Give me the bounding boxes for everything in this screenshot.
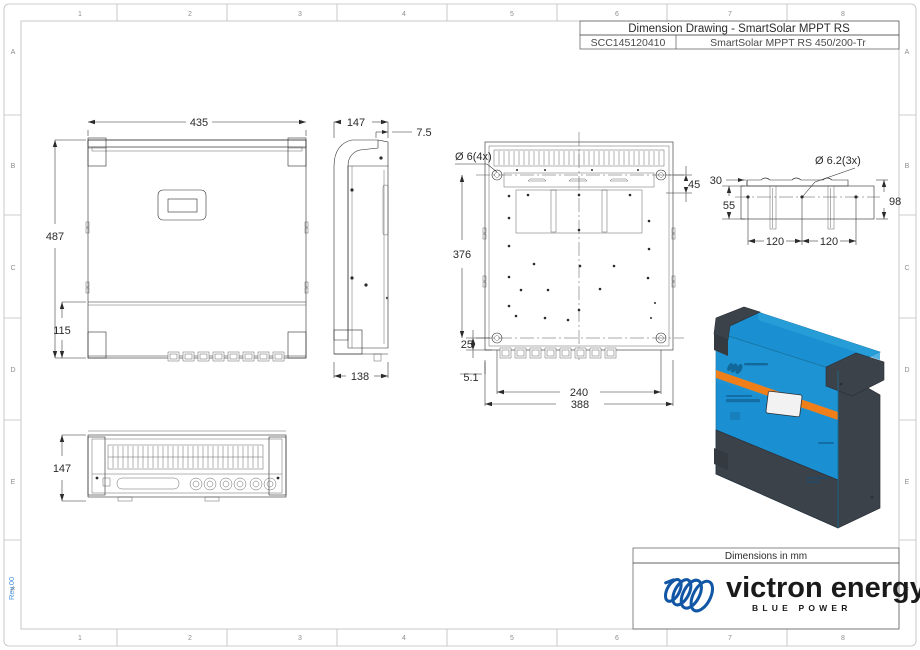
zone-labels-bottom: 1 2 3 4 5 6 7 8 — [78, 635, 845, 642]
zone-left-a: A — [11, 49, 16, 56]
rear-hole-span-dim: 240 — [570, 387, 588, 399]
connector-row-icon — [189, 477, 277, 491]
bracket-top-dim: 30 — [710, 175, 722, 187]
rear-edge-offset-dim: 5.1 — [463, 372, 478, 384]
side-body-depth-dim: 138 — [351, 371, 369, 383]
zone-grid-lines — [4, 4, 916, 646]
bottom-view — [87, 430, 287, 502]
brand-name: victron energy — [726, 572, 920, 604]
title-block-footer — [632, 547, 900, 630]
zone-bottom-4: 4 — [402, 635, 406, 642]
zone-left-c: C — [10, 265, 15, 272]
rear-view — [476, 132, 684, 360]
zone-bottom-6: 6 — [615, 635, 619, 642]
bracket-height-dim: 98 — [889, 196, 901, 208]
zone-labels-right: A B C D E F — [904, 49, 909, 594]
drawing-title: Dimension Drawing - SmartSolar MPPT RS — [628, 23, 850, 35]
zone-bottom-3: 3 — [298, 635, 302, 642]
zone-labels-top: 1 2 3 4 5 6 7 8 — [78, 11, 845, 18]
side-lip-dim: 7.5 — [416, 127, 431, 139]
zone-right-f: F — [905, 587, 909, 594]
zone-top-2: 2 — [188, 11, 192, 18]
part-number: SCC145120410 — [591, 37, 666, 49]
zone-left-d: D — [10, 367, 15, 374]
front-view-dimensions — [52, 119, 307, 359]
zone-right-c: C — [904, 265, 909, 272]
bottom-view-dimensions — [59, 434, 86, 502]
front-base-dim: 115 — [53, 325, 71, 337]
zone-bottom-8: 8 — [841, 635, 845, 642]
zone-top-5: 5 — [510, 11, 514, 18]
brand-tagline: BLUE POWER — [752, 603, 852, 613]
zone-right-e: E — [905, 479, 910, 486]
side-view — [333, 139, 389, 362]
front-width-dim: 435 — [190, 117, 208, 129]
front-view — [85, 137, 309, 362]
sheet-border — [3, 3, 917, 647]
zone-left-f: F — [11, 587, 15, 594]
zone-bottom-1: 1 — [78, 635, 82, 642]
bracket-detail-view — [735, 177, 880, 230]
rear-hole-note: Ø 6(4x) — [455, 151, 492, 163]
cable-gland-row — [167, 351, 285, 362]
zone-bottom-7: 7 — [728, 635, 732, 642]
zone-top-3: 3 — [298, 11, 302, 18]
bottom-depth-dim: 147 — [53, 463, 71, 475]
rear-hole-vertical-dim: 376 — [453, 249, 471, 261]
revision-label: Rev.00 — [7, 577, 16, 600]
rear-bracket-offset-dim: 45 — [688, 179, 700, 191]
bracket-detail-dimensions — [722, 167, 888, 245]
title-block-header — [579, 20, 900, 50]
bracket-span-right-dim: 120 — [820, 236, 838, 248]
zone-top-4: 4 — [402, 11, 406, 18]
zone-bottom-5: 5 — [510, 635, 514, 642]
bracket-hole-note: Ø 6.2(3x) — [815, 155, 861, 167]
front-height-dim: 487 — [46, 231, 64, 243]
units-note: Dimensions in mm — [725, 551, 807, 562]
rear-view-dimensions — [455, 163, 692, 407]
rear-overall-width-dim: 388 — [571, 399, 589, 411]
victron-logo-icon — [663, 578, 715, 613]
zone-top-1: 1 — [78, 11, 82, 18]
zone-left-e: E — [11, 479, 16, 486]
zone-left-b: B — [11, 163, 16, 170]
zone-right-a: A — [905, 49, 910, 56]
zone-right-d: D — [904, 367, 909, 374]
side-view-dimensions — [333, 119, 412, 379]
side-depth-dim: 147 — [347, 117, 365, 129]
bracket-span-left-dim: 120 — [766, 236, 784, 248]
bracket-mid-dim: 55 — [723, 200, 735, 212]
display-window-icon — [157, 189, 207, 221]
zone-bottom-2: 2 — [188, 635, 192, 642]
rear-hole-bottom-offset-dim: 25 — [461, 339, 473, 351]
zone-right-b: B — [905, 163, 910, 170]
isometric-product-render — [713, 306, 885, 529]
zone-top-7: 7 — [728, 11, 732, 18]
product-name: SmartSolar MPPT RS 450/200-Tr — [710, 37, 866, 49]
zone-labels-left: A B C D E F — [10, 49, 15, 594]
render-display-window-icon — [765, 390, 803, 418]
zone-top-6: 6 — [615, 11, 619, 18]
zone-top-8: 8 — [841, 11, 845, 18]
